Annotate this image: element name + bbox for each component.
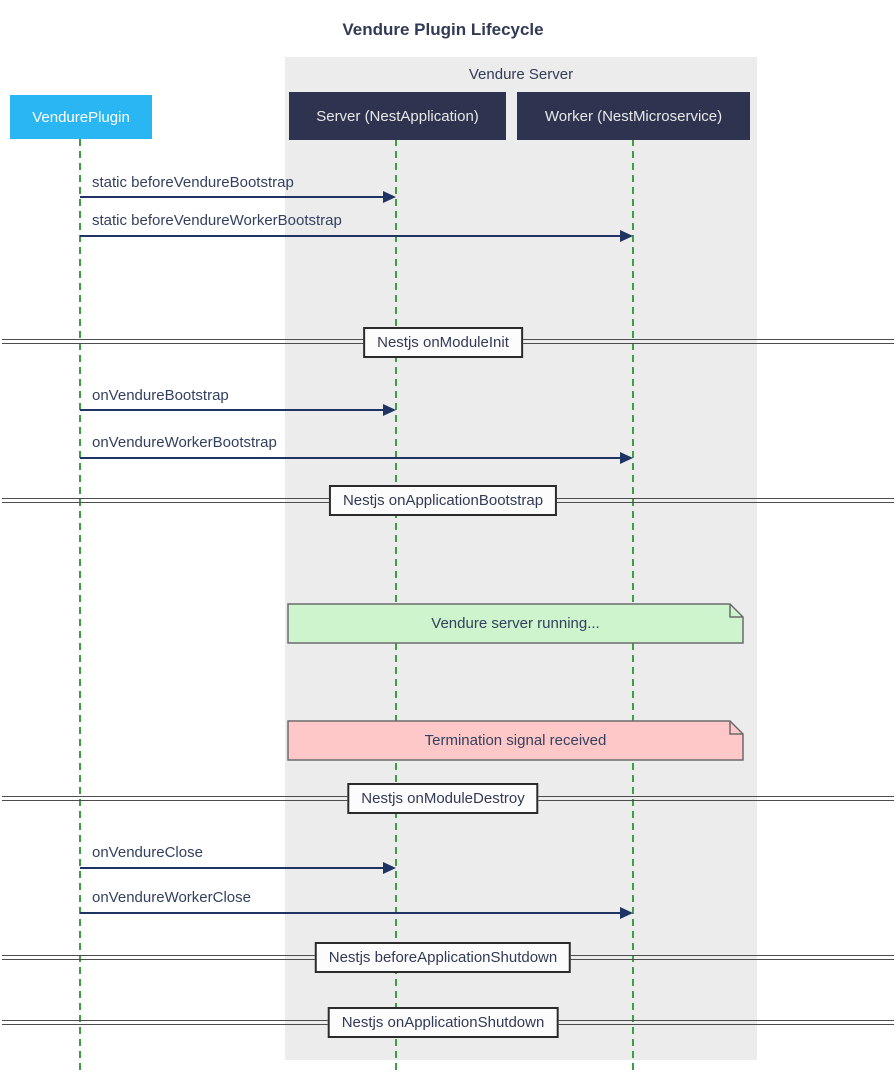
diagram-title: Vendure Plugin Lifecycle [342, 20, 544, 39]
participant-label: Server (NestApplication) [316, 107, 479, 125]
message-label: onVendureWorkerClose [92, 889, 251, 906]
participant-label: Worker (NestMicroservice) [544, 107, 723, 125]
vendure-server-group: Vendure Server [285, 57, 757, 1060]
message-line [80, 867, 383, 869]
arrowhead-icon [383, 191, 396, 203]
message-line [80, 457, 620, 459]
note-danger: Termination signal received [287, 720, 744, 761]
message-label: onVendureClose [92, 844, 203, 861]
lifeline-vendureplugin [79, 139, 81, 1070]
note-success: Vendure server running... [287, 603, 744, 644]
arrowhead-icon [383, 404, 396, 416]
message-label: onVendureBootstrap [92, 387, 229, 404]
note-shape [287, 720, 744, 761]
note-fold-icon [729, 604, 743, 618]
divider-nestjs-beforeapplicationshutdown: Nestjs beforeApplicationShutdown [314, 942, 572, 973]
arrowhead-icon [620, 452, 633, 464]
participant-server: Server (NestApplication) [289, 92, 506, 140]
message-line [80, 196, 383, 198]
arrowhead-icon [383, 862, 396, 874]
note-text: Vendure server running... [431, 614, 600, 632]
divider-nestjs-onapplicationshutdown: Nestjs onApplicationShutdown [327, 1007, 559, 1038]
message-label: static beforeVendureWorkerBootstrap [92, 212, 342, 229]
message-line [80, 235, 620, 237]
note-fold-icon [729, 721, 743, 735]
arrowhead-icon [620, 230, 633, 242]
note-text: Termination signal received [424, 731, 607, 749]
participant-vendureplugin: VendurePlugin [10, 95, 152, 139]
participant-worker: Worker (NestMicroservice) [517, 92, 750, 140]
divider-nestjs-onmoduleinit: Nestjs onModuleInit [363, 327, 523, 358]
group-label: Vendure Server [468, 66, 574, 83]
arrowhead-icon [620, 907, 633, 919]
message-line [80, 409, 383, 411]
note-shape [287, 603, 744, 644]
message-label: onVendureWorkerBootstrap [92, 434, 277, 451]
message-label: static beforeVendureBootstrap [92, 174, 294, 191]
message-line [80, 912, 620, 914]
divider-nestjs-onapplicationbootstrap: Nestjs onApplicationBootstrap [328, 485, 558, 516]
divider-nestjs-onmoduledestroy: Nestjs onModuleDestroy [347, 783, 539, 814]
participant-label: VendurePlugin [32, 108, 130, 126]
